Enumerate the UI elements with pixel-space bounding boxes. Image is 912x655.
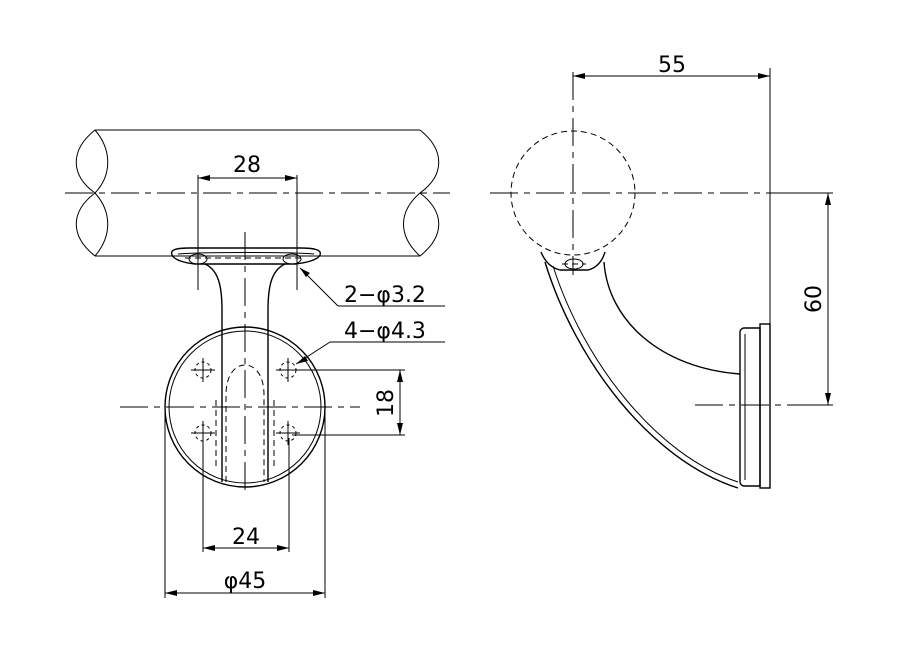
plate-holes (191, 358, 300, 445)
dimension-plate-horizontal: 24 (202, 438, 290, 552)
dimension-plate-horizontal-label: 24 (232, 525, 260, 550)
side-saddle (540, 251, 606, 271)
bracket-stem (204, 232, 286, 490)
front-view: 28 2−φ3.2 4−φ4.3 18 (65, 129, 450, 598)
dimension-rail-holes: 28 (197, 153, 298, 290)
dimension-projection: 55 (572, 53, 771, 325)
dimension-plate-diameter: φ45 (164, 412, 326, 598)
rail-section (490, 72, 830, 275)
curved-arm (544, 261, 741, 489)
leader-plate-holes-label: 4−φ4.3 (344, 319, 426, 344)
dimension-height: 60 (770, 192, 833, 406)
side-view: 55 60 (490, 53, 833, 489)
handrail-pipe (65, 129, 450, 257)
leader-rail-holes: 2−φ3.2 (299, 267, 445, 308)
dimension-projection-label: 55 (658, 53, 686, 78)
leader-rail-holes-label: 2−φ3.2 (344, 283, 426, 308)
dimension-plate-diameter-label: φ45 (224, 569, 267, 594)
wall-plate-side (695, 323, 795, 489)
dimension-plate-vertical: 18 (292, 369, 405, 436)
dimension-height-label: 60 (802, 285, 827, 313)
dimension-rail-holes-label: 28 (233, 153, 261, 178)
leader-plate-holes: 4−φ4.3 (295, 319, 445, 365)
dimension-plate-vertical-label: 18 (374, 389, 399, 417)
wall-plate-front (120, 326, 360, 488)
